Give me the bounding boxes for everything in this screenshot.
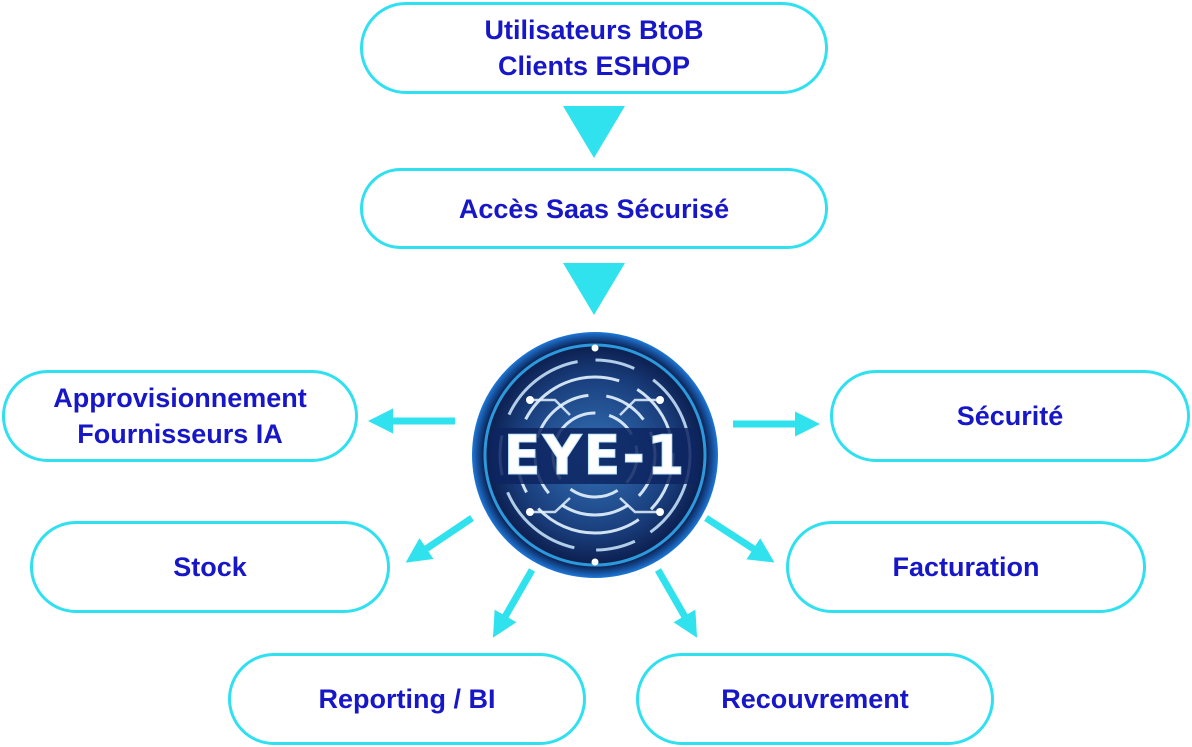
node-acces-saas-label: Accès Saas Sécurisé (458, 193, 730, 224)
node-utilisateurs-line-1: Utilisateurs BtoB (484, 15, 704, 45)
triangle-arrow-down-1 (563, 106, 625, 158)
eye1-logo: EYE-1 (472, 332, 718, 578)
node-recouvrement: Recouvrement (636, 653, 994, 745)
node-utilisateurs-line-2: Clients ESHOP (497, 51, 691, 81)
node-recouvrement-label: Recouvrement (721, 684, 909, 714)
triangle-arrow-down-2 (563, 263, 625, 315)
arrow-to-reporting (492, 568, 536, 638)
arrow-to-recouvrement (654, 568, 698, 638)
logo-circuit-lines (530, 398, 660, 514)
arrow-to-stock (405, 515, 474, 563)
node-facturation: Facturation (786, 521, 1146, 613)
logo-text-backdrop (492, 428, 698, 484)
node-approvisionnement-line-1: Approvisionnement (53, 383, 307, 413)
node-utilisateurs: Utilisateurs BtoB Clients ESHOP (360, 2, 828, 94)
node-approvisionnement: Approvisionnement Fournisseurs IA (2, 370, 358, 462)
node-stock-label: Stock (173, 552, 247, 582)
node-reporting: Reporting / BI (228, 653, 586, 745)
node-acces-saas: Accès Saas Sécurisé (360, 168, 828, 249)
logo-circuit-dots (526, 344, 664, 566)
logo-text: EYE-1 (504, 424, 687, 487)
node-approvisionnement-line-2: Fournisseurs IA (77, 419, 283, 449)
node-securite-label: Sécurité (956, 401, 1064, 431)
node-stock: Stock (30, 521, 390, 613)
node-reporting-label: Reporting / BI (318, 684, 496, 714)
arrow-to-facturation (704, 515, 775, 563)
node-securite: Sécurité (830, 370, 1190, 462)
node-facturation-label: Facturation (892, 552, 1040, 582)
